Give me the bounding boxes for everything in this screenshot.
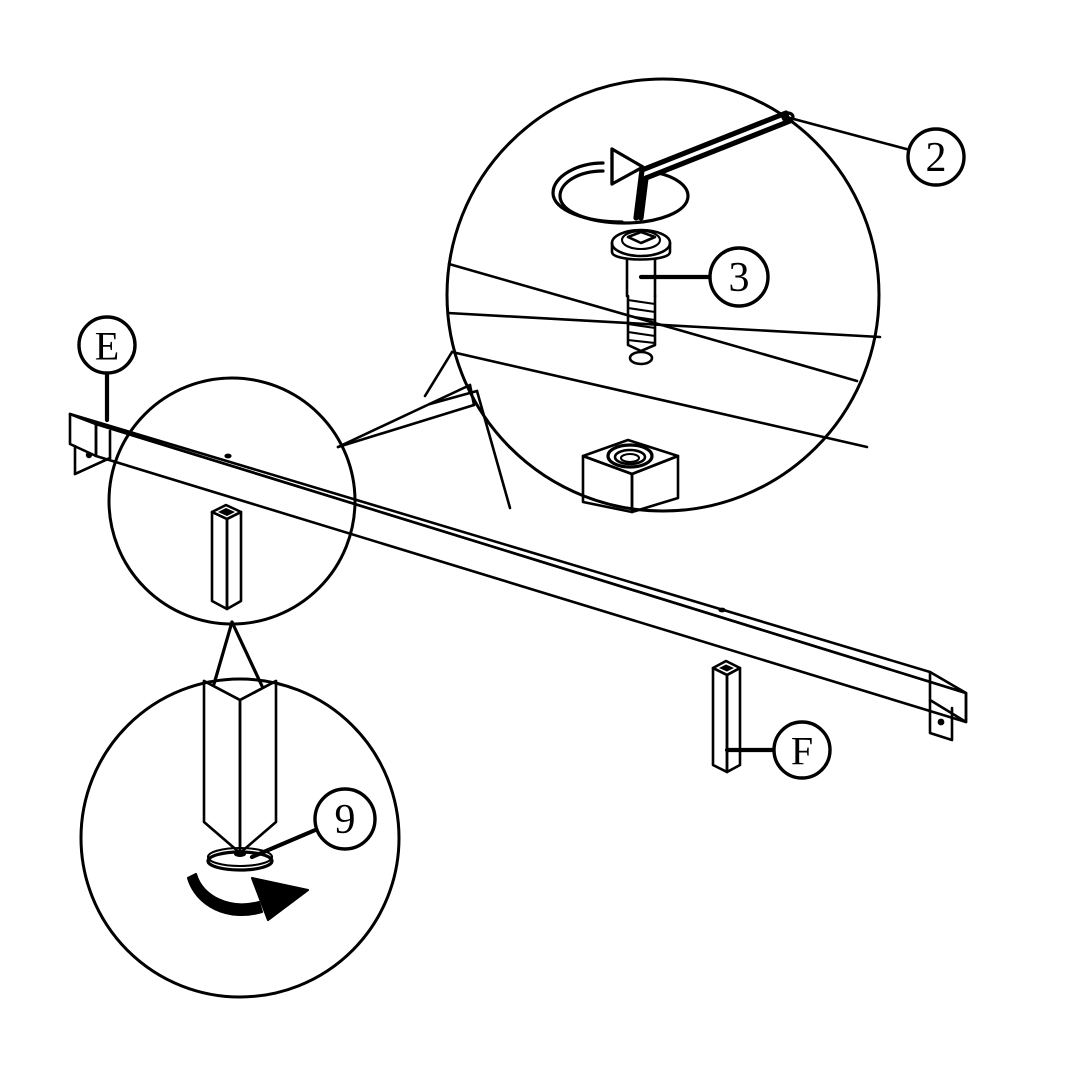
callout-bubble-2[interactable]: 2	[906, 127, 966, 187]
rail-dowel-hole-left	[224, 453, 232, 459]
detail-view-rail-and-leg	[107, 376, 357, 626]
socket-head-bolt	[610, 228, 672, 366]
callout-bubble-9[interactable]: 9	[313, 787, 377, 851]
detail-view-bolt-assembly	[423, 77, 882, 514]
rail-section-in-detail	[423, 262, 882, 510]
callout-bubble-3[interactable]: 3	[708, 246, 770, 308]
leg-post-F	[711, 659, 742, 774]
hex-allen-key	[633, 110, 795, 221]
leg-top-block-detail	[581, 438, 680, 514]
detail-view-foot-glide	[79, 677, 401, 999]
callout-label-F: F	[791, 729, 813, 774]
rotation-arrow-foot	[186, 872, 310, 922]
rail-dowel-hole-right	[718, 607, 726, 613]
callout-label-3: 3	[729, 255, 750, 301]
leg-post-E-detail	[210, 503, 243, 611]
callout-bubble-E[interactable]: E	[77, 315, 137, 375]
callout-label-9: 9	[335, 797, 356, 843]
leg-post-bottom-enlarged	[202, 679, 278, 855]
leader-line-2	[788, 116, 912, 152]
foot-glide-disc	[206, 846, 274, 872]
detail-link-rail-to-top	[336, 383, 476, 449]
side-rail-E	[68, 412, 968, 742]
rail-right-bracket-hole	[937, 718, 945, 726]
leader-line-9	[249, 825, 323, 860]
leg-F-socket-hole	[719, 664, 734, 672]
callout-label-E: E	[95, 324, 119, 369]
rotation-arrow-bolt	[551, 147, 690, 225]
callout-label-2: 2	[926, 135, 947, 181]
callout-bubble-F[interactable]: F	[772, 720, 832, 780]
leg-E-socket-hole	[218, 508, 235, 516]
rail-left-bracket-hole	[85, 451, 93, 459]
detail-link-middle-to-bottom	[212, 620, 264, 688]
